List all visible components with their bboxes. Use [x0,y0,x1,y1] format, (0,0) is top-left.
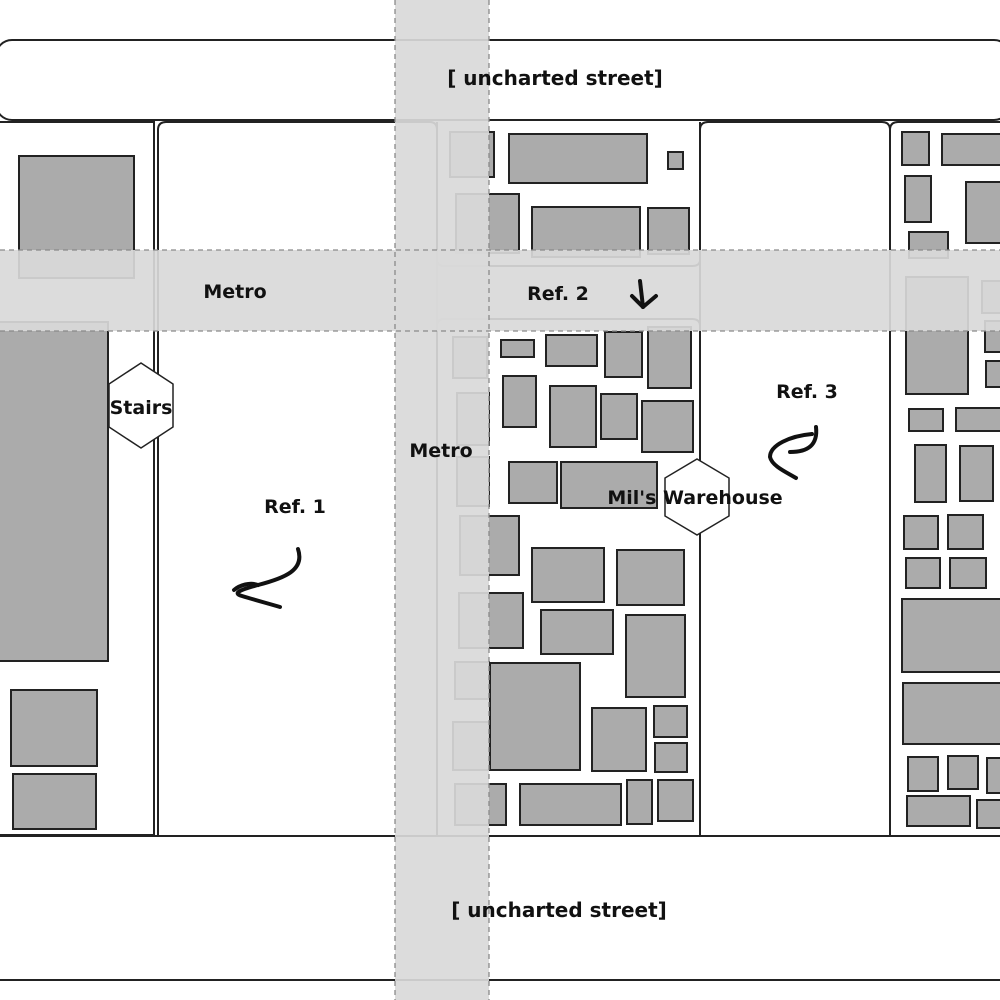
metro-vertical-label: Metro [409,440,472,462]
building [500,339,535,358]
building [667,151,684,170]
building [905,557,941,589]
building [508,133,648,184]
building [914,444,947,503]
stairs-marker[interactable]: Stairs [108,362,174,449]
north-street-label: [ uncharted street] [447,66,663,90]
stairs-label: Stairs [110,397,173,419]
building [616,549,685,606]
building [654,742,688,773]
building [625,614,686,698]
building [908,408,944,432]
building [901,598,1000,673]
building [949,557,987,589]
building [985,360,1000,388]
curved-arrow-icon [788,425,819,454]
building [901,131,930,166]
building [545,334,598,367]
building [647,326,692,389]
hexagon-icon [664,458,730,536]
ref1-label: Ref. 1 [264,496,326,518]
curved-arrow-icon [232,581,260,592]
ref3-label: Ref. 3 [776,381,838,403]
building [904,175,932,223]
building [906,795,971,827]
building [560,461,658,509]
building [591,707,647,772]
building [10,689,98,767]
metro-line-horizontal [0,250,1000,331]
curved-arrow-icon [235,547,302,609]
building [947,755,979,790]
down-arrow-icon [638,279,645,309]
ref2-label: Ref. 2 [527,283,589,305]
building [540,609,614,655]
building [965,181,1000,244]
building [976,799,1000,829]
metro-horizontal-label: Metro [203,281,266,303]
building [0,321,109,662]
building [903,515,939,550]
building [604,331,643,378]
warehouse-label: Mil's Warehouse [607,487,782,509]
building [986,757,1000,794]
warehouse-marker[interactable]: Mil's Warehouse [607,458,783,536]
building [647,207,690,255]
building [549,385,597,448]
down-arrow-icon [630,294,658,309]
building [941,133,1000,166]
building [502,375,537,428]
metro-line-vertical [395,0,489,1000]
hexagon-icon [108,362,174,449]
building [902,682,1000,745]
building [641,400,694,453]
south-street [0,835,1000,981]
building [531,547,605,603]
north-street [0,39,1000,121]
south-street-label: [ uncharted street] [451,898,667,922]
building [12,773,97,830]
building [907,756,939,792]
building [626,779,653,825]
building [519,783,622,826]
building [508,461,558,504]
building [653,705,688,738]
building [600,393,638,440]
building [955,407,1000,432]
building [947,514,984,550]
building [657,779,694,822]
building [489,662,581,771]
building [959,445,994,502]
curved-arrow-icon [768,432,814,480]
